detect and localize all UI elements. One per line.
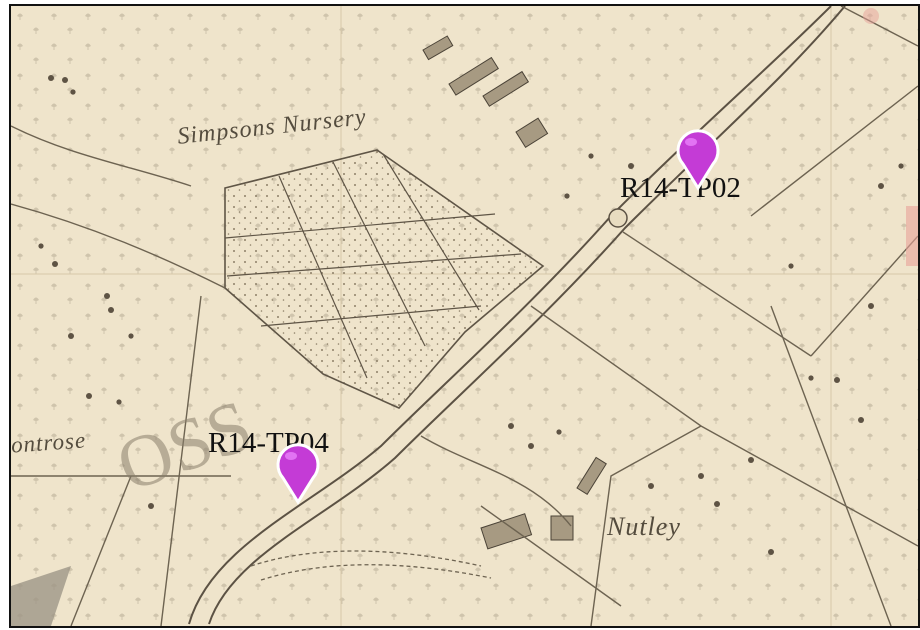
map-pin-icon [676,129,720,191]
nursery-garden-plots [224,149,545,409]
historic-map-basemap[interactable]: OSS [11,6,918,626]
nursery-buildings [422,35,607,550]
marker-r14-tp02[interactable] [675,128,721,191]
label-montrose: ontrose [10,427,87,458]
marker-label-r14-tp02: R14-TP02 [620,172,741,204]
tree-symbols [38,75,904,555]
marker-r14-tp04[interactable] [275,442,321,505]
map-pin-icon [276,443,320,505]
main-road [188,6,846,625]
map-viewport[interactable]: OSS Simpsons Nursery Nutley ontrose R14-… [9,4,920,628]
field-boundaries [11,6,918,626]
label-nutley: Nutley [607,512,681,541]
